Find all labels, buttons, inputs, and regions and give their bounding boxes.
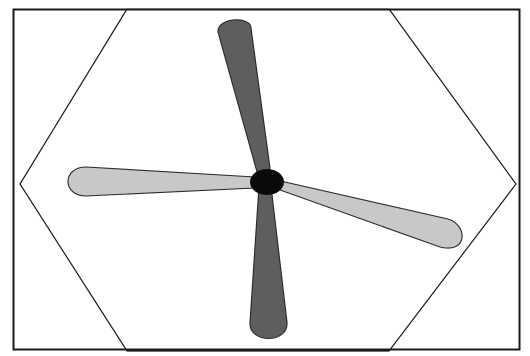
fan-hub xyxy=(250,169,284,195)
left-light-blade xyxy=(68,167,255,196)
upper-dark-blade xyxy=(218,20,270,182)
lower-dark-blade xyxy=(250,186,287,339)
right-light-blade xyxy=(276,180,462,248)
